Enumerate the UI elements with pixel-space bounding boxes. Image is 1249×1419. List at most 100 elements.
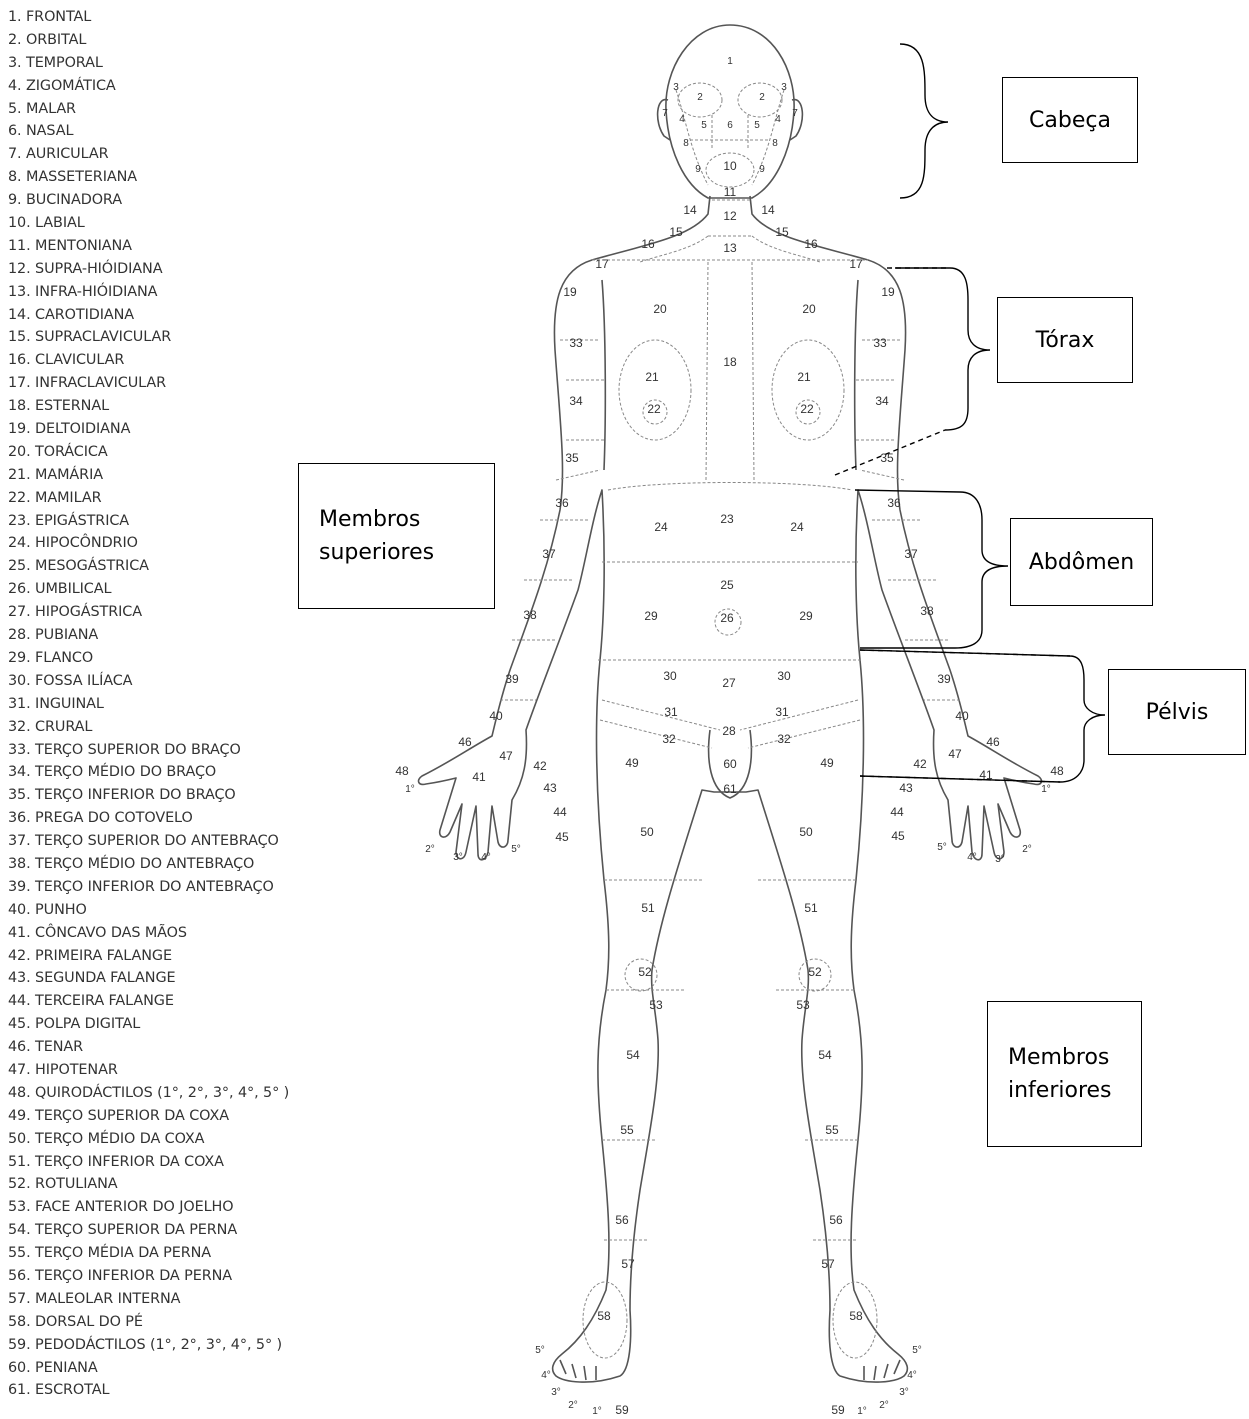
region-number: 41 — [979, 768, 993, 782]
region-number: 45 — [891, 829, 905, 843]
region-number: 38 — [523, 608, 537, 622]
region-number: 13 — [723, 241, 737, 255]
bracket-pelvis — [860, 650, 1105, 782]
region-number: 33 — [569, 336, 583, 350]
region-number: 36 — [887, 496, 901, 510]
region-label-line: Membros — [1008, 1045, 1109, 1070]
region-number: 31 — [664, 705, 678, 719]
region-number: 9 — [695, 164, 701, 175]
region-number: 56 — [829, 1213, 843, 1227]
region-number: 54 — [626, 1048, 640, 1062]
region-number: 38 — [920, 604, 934, 618]
digit-label: 1° — [592, 1406, 602, 1417]
region-number: 27 — [722, 676, 736, 690]
region-label-pelvis: Pélvis — [1146, 696, 1209, 729]
region-number: 3 — [781, 82, 787, 93]
region-number: 56 — [615, 1213, 629, 1227]
region-number: 4 — [775, 114, 781, 125]
digit-label: 4° — [967, 852, 977, 863]
region-number: 3 — [673, 82, 679, 93]
region-number: 37 — [542, 547, 556, 561]
region-number: 21 — [797, 370, 811, 384]
region-number: 47 — [499, 749, 513, 763]
region-number: 34 — [875, 394, 889, 408]
region-number: 12 — [723, 209, 737, 223]
region-number: 30 — [777, 669, 791, 683]
digit-label: 5° — [937, 842, 947, 853]
region-box-membros-superiores: Membros superiores — [298, 463, 495, 609]
region-number: 14 — [683, 203, 697, 217]
digit-label: 1° — [1041, 784, 1051, 795]
bracket-abdomen — [855, 490, 1008, 648]
region-number: 4 — [679, 114, 685, 125]
region-number: 44 — [553, 805, 567, 819]
region-number: 16 — [641, 237, 655, 251]
region-number: 59 — [831, 1403, 845, 1417]
digit-label: 1° — [405, 784, 415, 795]
region-number: 52 — [808, 965, 822, 979]
digit-label: 3° — [899, 1387, 909, 1398]
digit-label: 3° — [551, 1387, 561, 1398]
region-number: 61 — [723, 782, 737, 796]
region-number: 42 — [533, 759, 547, 773]
region-label-membros-inferiores: Membros inferiores — [1008, 1041, 1112, 1107]
region-number: 30 — [663, 669, 677, 683]
region-number: 54 — [818, 1048, 832, 1062]
region-number: 49 — [625, 756, 639, 770]
region-number: 53 — [796, 998, 810, 1012]
region-number: 16 — [804, 237, 818, 251]
region-number: 20 — [802, 302, 816, 316]
region-label-line: Membros — [319, 507, 420, 532]
region-label-membros-superiores: Membros superiores — [319, 503, 434, 569]
region-box-torax: Tórax — [997, 297, 1133, 383]
region-label-line: inferiores — [1008, 1078, 1112, 1103]
region-box-abdomen: Abdômen — [1010, 518, 1153, 606]
region-number: 24 — [790, 520, 804, 534]
region-number: 28 — [722, 724, 736, 738]
digit-label: 5° — [511, 844, 521, 855]
region-number: 9 — [759, 164, 765, 175]
region-number: 19 — [563, 285, 577, 299]
bracket-torax — [895, 268, 990, 430]
region-number: 47 — [948, 747, 962, 761]
region-number: 20 — [653, 302, 667, 316]
region-number: 1 — [727, 56, 733, 67]
region-number: 45 — [555, 830, 569, 844]
region-number: 2 — [759, 92, 765, 103]
region-number: 40 — [955, 709, 969, 723]
region-number: 23 — [720, 512, 734, 526]
body-outline — [419, 25, 1042, 1382]
region-number: 52 — [638, 965, 652, 979]
region-number: 50 — [640, 825, 654, 839]
region-number: 29 — [799, 609, 813, 623]
region-number: 39 — [937, 672, 951, 686]
digit-label: 5° — [912, 1345, 922, 1356]
digit-label: 2° — [1022, 844, 1032, 855]
region-number: 22 — [800, 402, 814, 416]
region-number: 21 — [645, 370, 659, 384]
region-box-pelvis: Pélvis — [1108, 669, 1246, 755]
region-number: 59 — [615, 1403, 629, 1417]
region-number: 48 — [1050, 764, 1064, 778]
region-box-membros-inferiores: Membros inferiores — [987, 1001, 1142, 1147]
region-number: 15 — [775, 225, 789, 239]
region-number: 15 — [669, 225, 683, 239]
region-number: 55 — [620, 1123, 634, 1137]
region-number: 53 — [649, 998, 663, 1012]
region-number: 51 — [641, 901, 655, 915]
region-number: 48 — [395, 764, 409, 778]
region-number: 11 — [724, 185, 737, 199]
region-label-torax: Tórax — [1036, 324, 1095, 357]
region-number: 2 — [697, 92, 703, 103]
region-number: 46 — [986, 735, 1000, 749]
region-number: 44 — [890, 805, 904, 819]
digit-label: 1° — [857, 1406, 867, 1417]
region-number: 8 — [772, 138, 778, 149]
region-number: 10 — [723, 159, 737, 173]
region-number: 24 — [654, 520, 668, 534]
region-number: 60 — [723, 757, 737, 771]
region-number: 17 — [595, 257, 609, 271]
digit-label: 3° — [995, 854, 1005, 865]
region-number: 37 — [904, 547, 918, 561]
region-number: 32 — [777, 732, 791, 746]
